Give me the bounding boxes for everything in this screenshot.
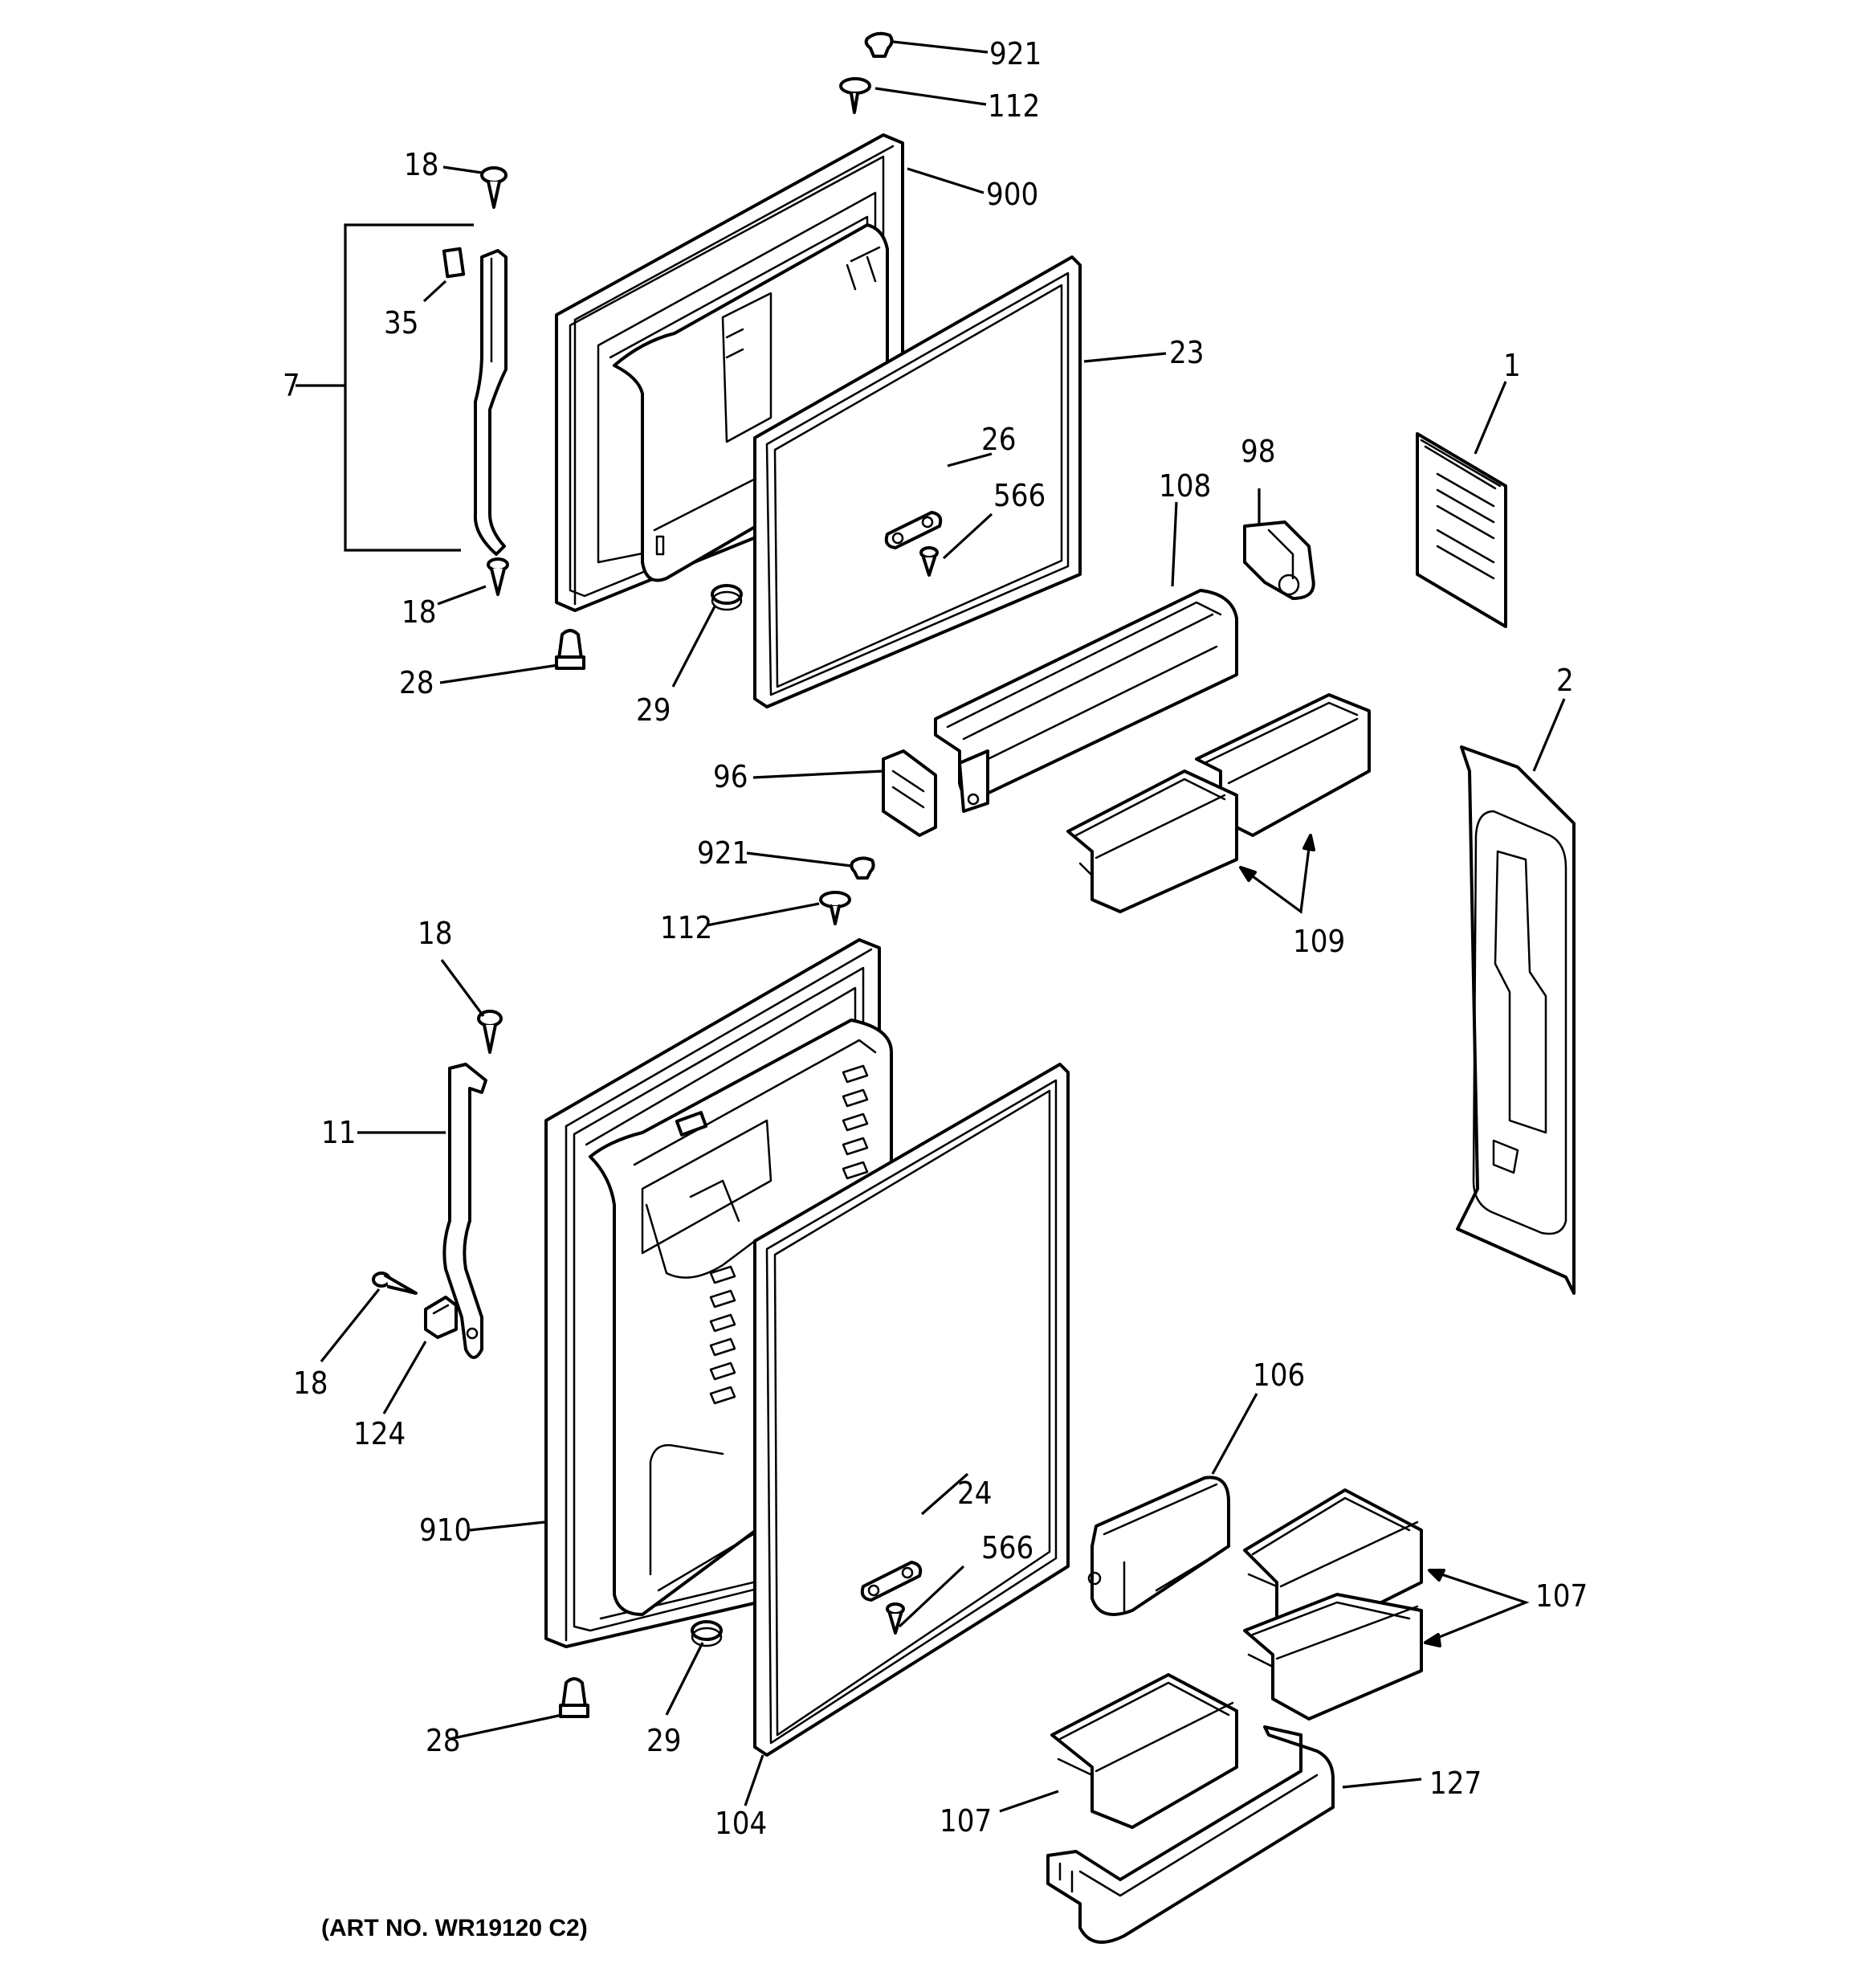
screw-18-b [487, 557, 509, 596]
bushing-29-top [711, 584, 743, 611]
bushing-29-bot [691, 1620, 723, 1647]
callout-29-bot: 29 [646, 1723, 682, 1758]
callout-107-right: 107 [1535, 1578, 1588, 1614]
screw-112-top [839, 77, 871, 114]
cover-106 [1087, 1476, 1230, 1616]
gasket-104 [753, 1063, 1070, 1757]
callout-98: 98 [1241, 434, 1276, 469]
callout-566-bot: 566 [981, 1530, 1033, 1565]
callout-18-d: 18 [293, 1365, 328, 1401]
callout-35: 35 [384, 305, 419, 341]
callout-921-top: 921 [989, 36, 1042, 71]
hinge-pin-26 [884, 511, 943, 549]
callout-107-left: 107 [940, 1803, 992, 1839]
callout-18-b: 18 [402, 594, 437, 630]
bin-109-b [1066, 769, 1238, 913]
plug-921-top [864, 31, 894, 58]
leader-lines [296, 40, 1566, 1813]
callout-1: 1 [1503, 348, 1521, 383]
clip-124 [424, 1296, 458, 1339]
callout-566-top: 566 [993, 478, 1046, 513]
callout-108: 108 [1159, 468, 1211, 504]
screw-18-d [372, 1272, 418, 1295]
bin-109-a [1195, 693, 1371, 837]
callout-7: 7 [283, 368, 300, 403]
callout-109: 109 [1293, 924, 1345, 959]
bin-107-c [1050, 1673, 1238, 1829]
handle-11 [442, 1063, 487, 1359]
callout-28-top: 28 [399, 665, 434, 700]
bin-127 [1046, 1725, 1335, 1944]
callout-127: 127 [1429, 1766, 1482, 1801]
screw-18-a [480, 166, 508, 209]
hinge-pin-24 [860, 1561, 923, 1602]
gasket-23 [753, 255, 1082, 708]
art-number: (ART NO. WR19120 C2) [321, 1915, 588, 1941]
callout-24: 24 [957, 1476, 993, 1511]
screw-112-mid [819, 891, 851, 925]
cover-96 [882, 749, 937, 837]
callout-29-top: 29 [636, 692, 671, 728]
callout-28-bot: 28 [426, 1723, 461, 1758]
kit-2 [1456, 745, 1576, 1295]
callout-921-mid: 921 [697, 835, 749, 871]
hinge-28-top [555, 629, 585, 670]
bracket-7 [344, 223, 474, 552]
callout-11: 11 [321, 1115, 357, 1150]
screw-18-c [477, 1010, 503, 1054]
manual-1 [1416, 432, 1507, 628]
bin-107-b [1243, 1593, 1423, 1721]
bracket-98 [1243, 520, 1315, 600]
callout-112-top: 112 [988, 88, 1040, 124]
handle-7 [442, 247, 508, 556]
callout-112-mid: 112 [660, 910, 712, 945]
callout-910: 910 [419, 1512, 471, 1548]
callout-23: 23 [1169, 335, 1205, 370]
hinge-28-bot [559, 1677, 589, 1718]
callout-18-a: 18 [404, 147, 439, 182]
callout-2: 2 [1556, 663, 1574, 698]
callout-18-c: 18 [418, 916, 453, 951]
screw-566-top [919, 546, 939, 577]
callout-106: 106 [1253, 1357, 1305, 1393]
plug-921-mid [850, 856, 875, 880]
callout-26: 26 [981, 422, 1017, 457]
callout-104: 104 [715, 1806, 767, 1841]
screw-566-bot [886, 1602, 905, 1635]
callout-124: 124 [353, 1416, 406, 1451]
callout-96: 96 [713, 759, 748, 794]
bin-108 [934, 589, 1238, 813]
callout-900: 900 [986, 177, 1038, 212]
